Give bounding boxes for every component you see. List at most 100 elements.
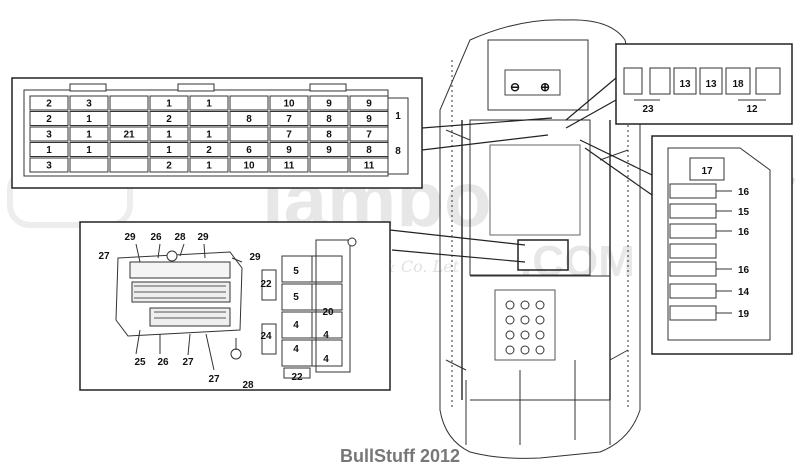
fuse-label: 3: [46, 130, 52, 141]
fuse-side-1: 1: [395, 111, 401, 122]
fuse-slot: [229, 126, 269, 142]
fuse-label: 2: [46, 99, 52, 110]
cu-label-27c: 27: [208, 374, 220, 385]
control-unit: [115, 243, 243, 371]
fuse-slot: [149, 126, 189, 142]
relay-right-label: 16: [738, 187, 750, 198]
relay-top-label-18: 18: [732, 79, 744, 90]
fuse-label: 3: [46, 161, 52, 172]
fuse-label: 9: [366, 99, 372, 110]
fuse-slot: [149, 157, 189, 173]
relay-right-label: 15: [738, 207, 750, 218]
fuse-label: 21: [123, 130, 135, 141]
fuse-slot: [269, 126, 309, 142]
fuse-slot: [269, 142, 309, 157]
rb-label-4b: 4: [293, 344, 299, 355]
relay-top-label-13b: 13: [705, 79, 717, 90]
fuse-label: 8: [246, 114, 252, 125]
relay-panel-top: 23 13 13 18 12: [615, 43, 793, 125]
fuse-label: 8: [326, 130, 332, 141]
fuse-label: 11: [284, 161, 295, 172]
fuse-slot: [309, 126, 349, 142]
fuse-slot: [309, 95, 349, 111]
fuse-label: 9: [326, 99, 332, 110]
fuse-slot: [189, 95, 229, 111]
relay-slot: [669, 223, 717, 239]
rb-label-20: 20: [322, 307, 334, 318]
fuse-slot: [29, 111, 69, 126]
fuse-slot: [29, 157, 69, 173]
fuse-slot: [189, 126, 229, 142]
cu-label-28b: 28: [242, 380, 254, 391]
fuse-label: 1: [86, 145, 92, 156]
relay-right-label: 19: [738, 309, 750, 320]
cu-label-26a: 26: [150, 232, 162, 243]
fuse-label: 1: [166, 145, 172, 156]
relay-right-label: 16: [738, 265, 750, 276]
fuse-label: 9: [286, 145, 292, 156]
fuse-slot: [149, 111, 189, 126]
leader-lines: [389, 77, 653, 263]
fuse-label: 2: [46, 114, 52, 125]
fuse-label: 7: [366, 130, 372, 141]
watermark-site: .COM: [520, 237, 635, 286]
relay-top-label-13a: 13: [679, 79, 691, 90]
fuse-slot: [69, 142, 109, 157]
fuse-label: 10: [243, 161, 255, 172]
fuse-slot: [349, 157, 389, 173]
cu-label-26b: 26: [157, 357, 169, 368]
relay-slot: [669, 305, 717, 321]
fuse-slot: [309, 142, 349, 157]
fuse-slot: [69, 111, 109, 126]
relay-top-label-12: 12: [746, 104, 758, 115]
fuse-label: 7: [286, 114, 292, 125]
fuse-label: 9: [326, 145, 332, 156]
fuse-label: 1: [46, 145, 52, 156]
cu-label-25: 25: [134, 357, 146, 368]
fuse-label: 7: [286, 130, 292, 141]
cu-label-29a: 29: [124, 232, 136, 243]
fuse-slot: [109, 157, 149, 173]
cu-label-27b: 27: [182, 357, 194, 368]
fuse-slot: [269, 95, 309, 111]
fuse-slot: [229, 111, 269, 126]
fuse-slot: [349, 126, 389, 142]
fuse-side-2: 8: [395, 146, 401, 157]
footer-credit: BullStuff 2012: [339, 446, 461, 466]
fuse-label: 2: [166, 161, 172, 172]
fuse-label: 1: [206, 99, 212, 110]
fuse-slot: [349, 142, 389, 157]
fuse-slot: [229, 142, 269, 157]
fuse-slot: [349, 111, 389, 126]
fuse-label: 1: [166, 99, 172, 110]
relay-slot: [669, 183, 717, 199]
fuse-label: 2: [166, 114, 172, 125]
relay-slot: [669, 243, 717, 259]
fuse-slot: [189, 157, 229, 173]
fuse-slot: [69, 126, 109, 142]
cu-label-29c: 29: [249, 252, 261, 263]
fuse-slot: [269, 111, 309, 126]
fuse-label: 1: [86, 130, 92, 141]
fuse-label: 3: [86, 99, 92, 110]
rb-label-5a: 5: [293, 266, 299, 277]
fuse-label: 9: [366, 114, 372, 125]
relay-block: [261, 237, 357, 379]
relay-top-label-23: 23: [642, 104, 654, 115]
fuse-slot: [109, 126, 149, 142]
battery-minus: ⊖: [510, 80, 520, 94]
relay-right-top: 17: [701, 166, 713, 177]
fuse-slot: [309, 111, 349, 126]
fuse-slot: [29, 126, 69, 142]
rb-label-22a: 22: [260, 279, 272, 290]
cu-label-29b: 29: [197, 232, 209, 243]
fuse-label: 6: [246, 145, 252, 156]
cu-label-28a: 28: [174, 232, 186, 243]
rb-label-4a: 4: [293, 320, 299, 331]
fuse-slot: [229, 95, 269, 111]
fuse-label: 1: [86, 114, 92, 125]
battery-plus: ⊕: [540, 80, 550, 94]
